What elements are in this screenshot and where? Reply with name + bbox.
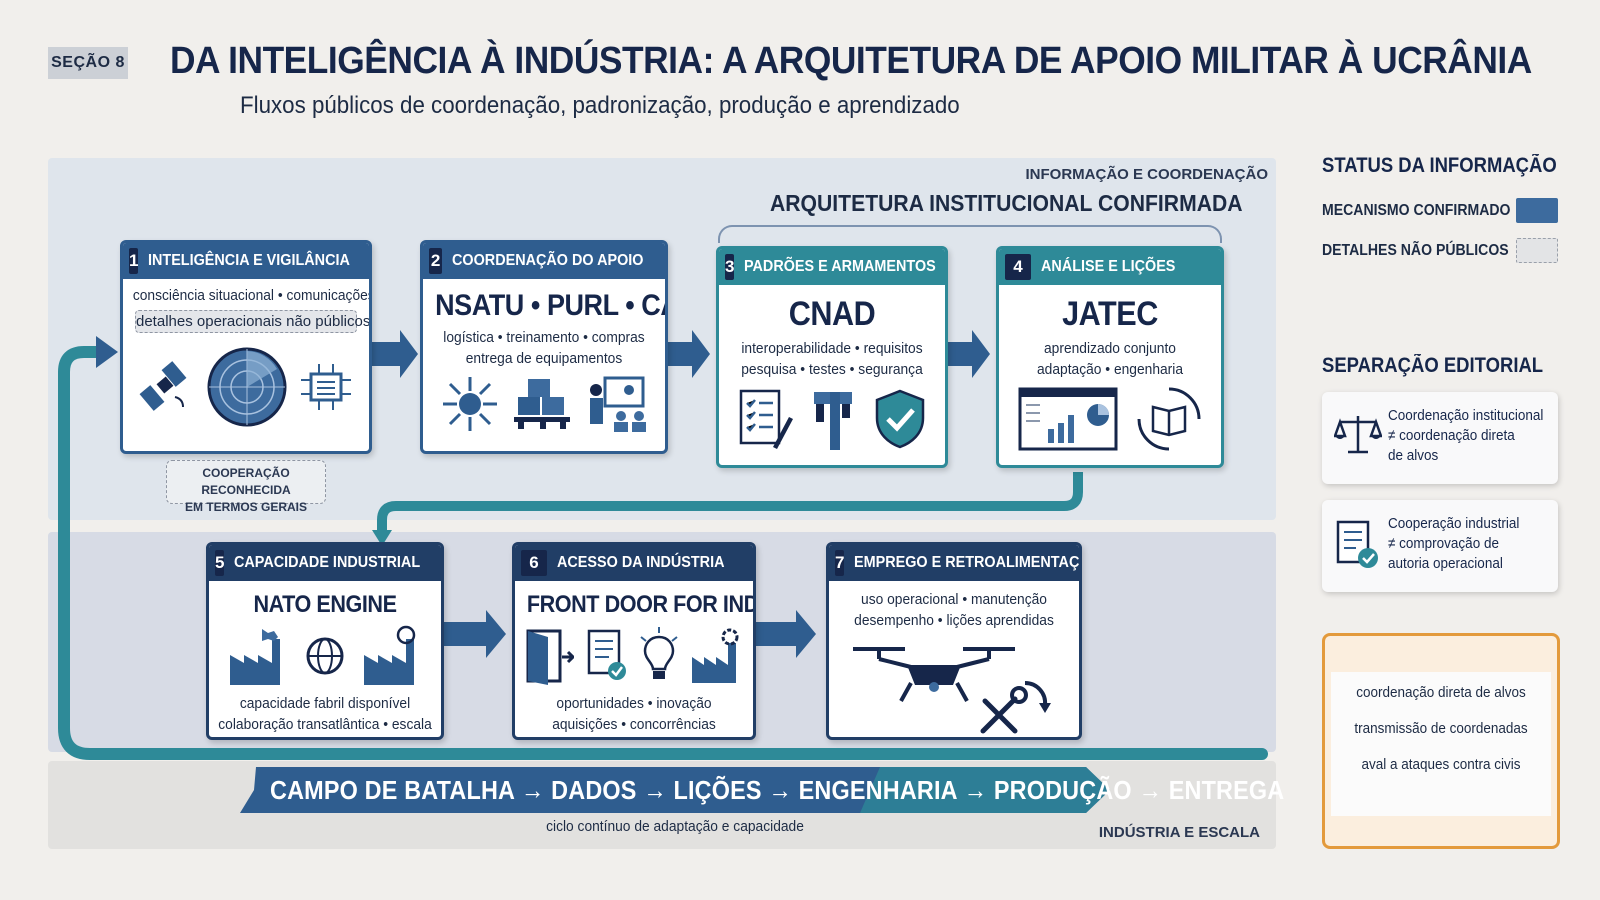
card-headline: CNAD — [788, 295, 876, 333]
network-hub-icon — [442, 377, 497, 431]
legend-label-confirmed: MECANISMO CONFIRMADO — [1322, 202, 1511, 219]
factory-us-icon — [363, 625, 415, 685]
card-analysis: 4 ANÁLISE E LIÇÕES JATEC aprendizado con… — [996, 246, 1224, 468]
globe-icon — [306, 637, 344, 675]
card-title: EMPREGO E RETROALIMENTAÇÃO — [854, 554, 1082, 571]
legend-swatch-private — [1516, 238, 1558, 263]
card-title: PADRÕES E ARMAMENTOS — [744, 258, 937, 275]
card-number: 2 — [429, 248, 443, 274]
excluded-item: transmissão de coordenadas — [1354, 720, 1528, 737]
card-title: ANÁLISE E LIÇÕES — [1041, 258, 1176, 275]
section-badge: SEÇÃO 8 — [48, 47, 128, 79]
separation-heading: SEPARAÇÃO EDITORIAL — [1322, 354, 1544, 377]
card-headline: JATEC — [1062, 295, 1158, 333]
card-number: 4 — [1005, 254, 1031, 280]
card-standards: 3 PADRÕES E ARMAMENTOS CNAD interoperabi… — [716, 246, 948, 468]
excluded-list: coordenação direta de alvos transmissão … — [1331, 672, 1551, 816]
architecture-bracket — [718, 225, 1222, 243]
card-title: COORDENAÇÃO DO APOIO — [452, 252, 644, 269]
card-line: uso operacional • manutenção — [861, 591, 1047, 608]
trainer-icon — [590, 376, 647, 432]
cycle-banner — [240, 767, 1110, 813]
drone-icon — [853, 647, 1015, 702]
excluded-item: coordenação direta de alvos — [1356, 684, 1526, 701]
separation-text: Cooperação industrial ≠ comprovação de a… — [1388, 515, 1520, 572]
lightbulb-icon — [640, 627, 678, 679]
card-line: aquisições • concorrências — [552, 716, 716, 733]
card-line: capacidade fabril disponível — [239, 695, 411, 712]
factory-europe-icon — [230, 629, 281, 685]
legend-swatch-confirmed — [1516, 198, 1558, 223]
card-number: 1 — [129, 248, 139, 274]
card-line: oportunidades • inovação — [556, 695, 712, 712]
card-number: 5 — [215, 550, 225, 576]
chip-icon — [301, 364, 351, 410]
pallet-boxes-icon — [513, 379, 570, 429]
checklist-icon — [739, 389, 793, 449]
card-title: INTELIGÊNCIA E VIGILÂNCIA — [148, 252, 351, 269]
band-label-industry: INDÚSTRIA E ESCALA — [1098, 824, 1260, 841]
page-title: DA INTELIGÊNCIA À INDÚSTRIA: A ARQUITETU… — [170, 40, 1532, 82]
page-subtitle: Fluxos públicos de coordenação, padroniz… — [240, 92, 960, 119]
card-number: 6 — [521, 550, 547, 576]
radar-icon — [207, 347, 287, 427]
excluded-item: aval a ataques contra civis — [1361, 756, 1521, 773]
card-line: pesquisa • testes • segurança — [741, 361, 923, 378]
cooperation-note: COOPERAÇÃO RECONHECIDA EM TERMOS GERAIS — [166, 460, 326, 514]
separation-text: Coordenação institucional ≠ coordenação … — [1388, 407, 1544, 464]
card-industrial-capacity: 5 CAPACIDADE INDUSTRIAL NATO ENGINE capa… — [206, 542, 444, 740]
legend-label-private: DETALHES NÃO PÚBLICOS — [1322, 242, 1509, 259]
card-intelligence: 1 INTELIGÊNCIA E VIGILÂNCIA consciência … — [120, 240, 372, 454]
card-coordination: 2 COORDENAÇÃO DO APOIO NSATU • PURL • CA… — [420, 240, 668, 454]
cycle-text: CAMPO DE BATALHA → DADOS → LIÇÕES → ENGE… — [270, 774, 1285, 805]
shield-check-icon — [876, 389, 925, 449]
book-cycle-icon — [1137, 387, 1200, 451]
cycle-caption: ciclo contínuo de adaptação e capacidade — [546, 818, 804, 835]
card-line: interoperabilidade • requisitos — [741, 340, 923, 357]
card-headline: FRONT DOOR FOR INDUSTRY — [526, 591, 753, 618]
card-headline: NSATU • PURL • CAP — [435, 289, 665, 322]
card-line: colaboração transatlântica • escala — [218, 716, 432, 733]
card-number: 3 — [725, 254, 735, 280]
card-line: desempenho • lições aprendidas — [854, 612, 1054, 629]
separation-card-coordination: Coordenação institucional ≠ coordenação … — [1322, 392, 1558, 484]
card-title: ACESSO DA INDÚSTRIA — [557, 554, 725, 571]
card-title: CAPACIDADE INDUSTRIAL — [234, 554, 421, 571]
separation-card-industrial: Cooperação industrial ≠ comprovação de a… — [1322, 500, 1558, 592]
card-line: aprendizado conjunto — [1044, 340, 1176, 357]
card-line: logística • treinamento • compras — [443, 329, 645, 346]
architecture-label: ARQUITETURA INSTITUCIONAL CONFIRMADA — [770, 190, 1243, 216]
door-icon — [526, 629, 575, 685]
document-check-icon — [1336, 520, 1378, 568]
document-check-icon — [587, 629, 626, 680]
dashboard-icon — [1018, 387, 1117, 451]
card-line: entrega de equipamentos — [465, 350, 623, 367]
status-heading: STATUS DA INFORMAÇÃO — [1322, 154, 1557, 177]
satellite-icon — [139, 361, 187, 411]
band-label-information: INFORMAÇÃO E COORDENAÇÃO — [1025, 166, 1269, 183]
factory-gear-icon — [691, 628, 739, 683]
card-headline: NATO ENGINE — [253, 591, 397, 618]
card-number: 7 — [835, 550, 845, 576]
private-details-pill: detalhes operacionais não públicos — [135, 310, 369, 333]
tools-cycle-icon — [980, 680, 1051, 734]
card-employment-feedback: 7 EMPREGO E RETROALIMENTAÇÃO uso operaci… — [826, 542, 1082, 740]
card-line: consciência situacional • comunicações — [132, 287, 372, 304]
card-line: adaptação • engenharia — [1036, 361, 1184, 378]
excluded-box: coordenação direta de alvos transmissão … — [1322, 633, 1560, 849]
caliper-icon — [813, 392, 852, 450]
scales-icon — [1334, 416, 1382, 454]
card-industry-access: 6 ACESSO DA INDÚSTRIA FRONT DOOR FOR IND… — [512, 542, 756, 740]
